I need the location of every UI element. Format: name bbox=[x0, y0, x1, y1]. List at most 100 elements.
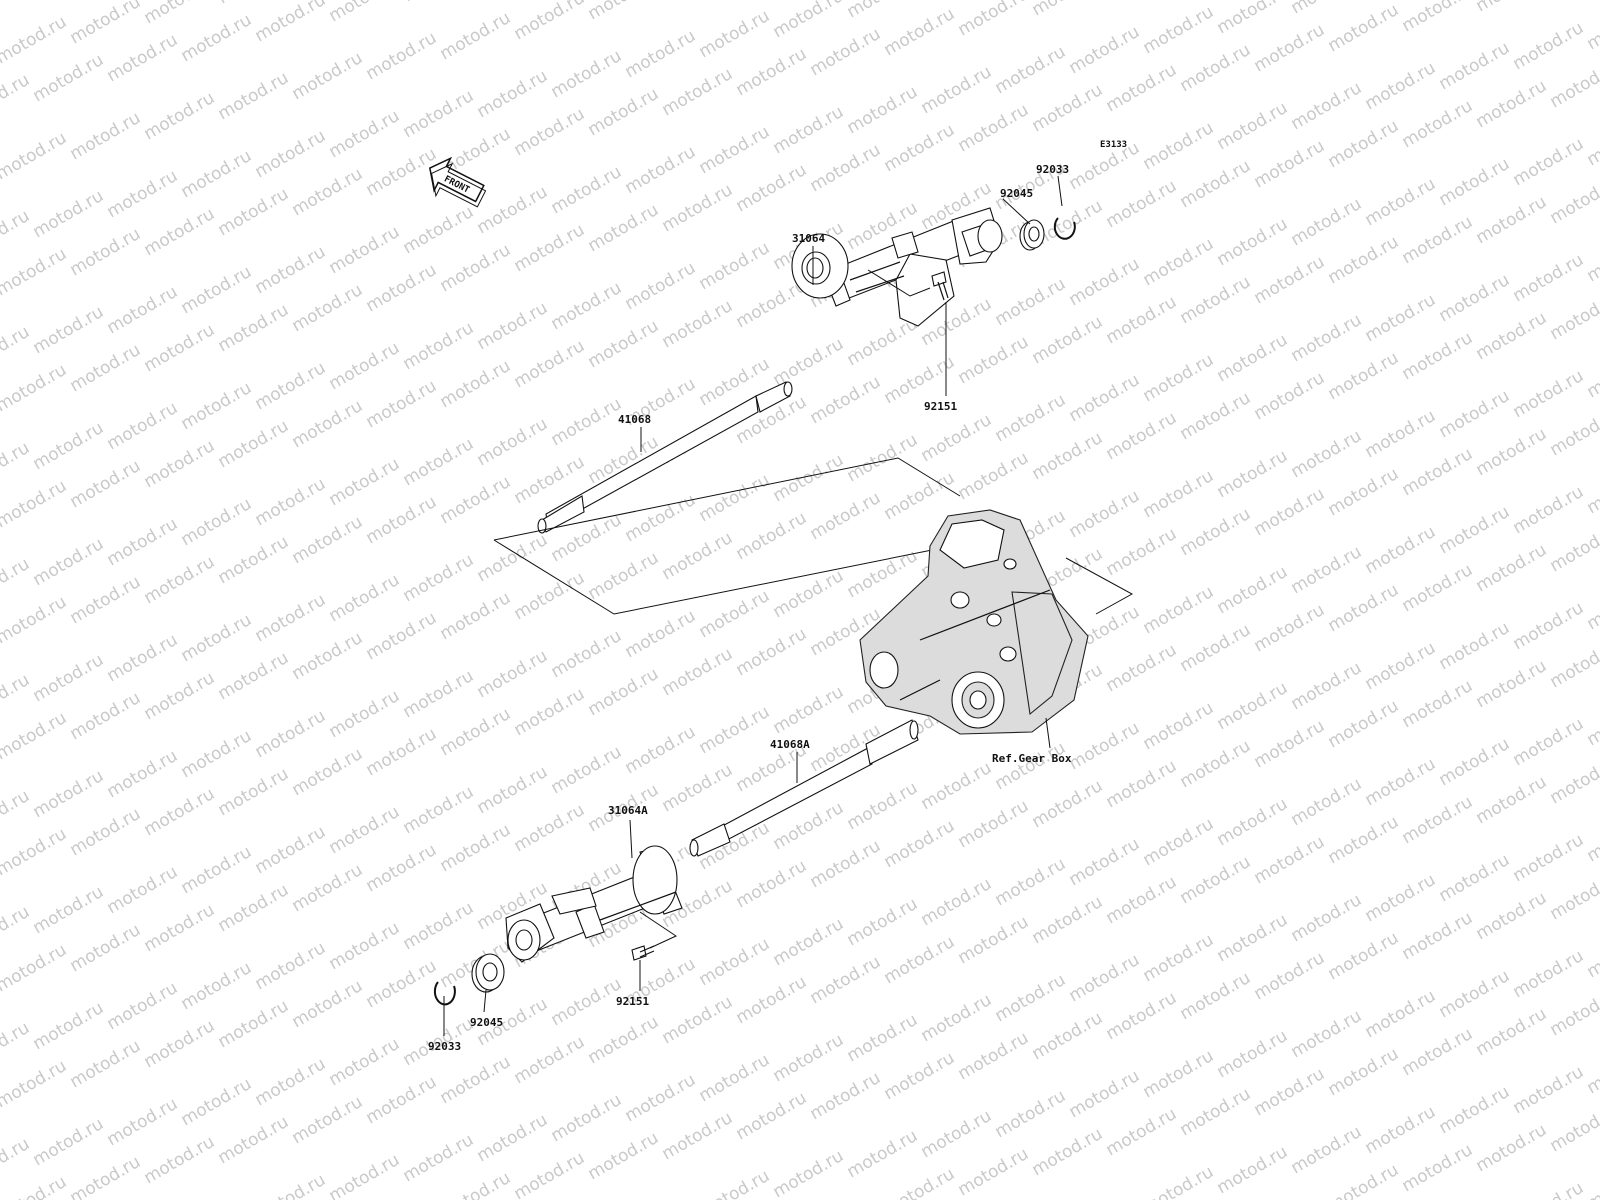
watermark-text: motod.ru bbox=[1436, 734, 1514, 790]
watermark-text: motod.ru bbox=[1325, 696, 1403, 752]
watermark-text: motod.ru bbox=[104, 862, 182, 918]
watermark-text: motod.ru bbox=[807, 488, 885, 544]
watermark-text: motod.ru bbox=[0, 824, 70, 880]
watermark-text: motod.ru bbox=[1399, 792, 1477, 848]
watermark-text: motod.ru bbox=[1473, 1120, 1551, 1176]
watermark-text: motod.ru bbox=[1362, 986, 1440, 1042]
watermark-text: motod.ru bbox=[326, 222, 404, 278]
guide-line-upper-a bbox=[493, 457, 961, 541]
watermark-text: motod.ru bbox=[289, 628, 367, 684]
watermark-text: motod.ru bbox=[1510, 1062, 1588, 1118]
watermark-text: motod.ru bbox=[1510, 946, 1588, 1002]
watermark-text: motod.ru bbox=[1103, 1104, 1181, 1160]
watermark-text: motod.ru bbox=[326, 802, 404, 858]
watermark-text: motod.ru bbox=[1251, 368, 1329, 424]
watermark-text: motod.ru bbox=[1029, 892, 1107, 948]
watermark-text: motod.ru bbox=[807, 140, 885, 196]
watermark-text: motod.ru bbox=[67, 572, 145, 628]
watermark-text: motod.ru bbox=[178, 842, 256, 898]
watermark-text: motod.ru bbox=[1288, 1006, 1366, 1062]
watermark-text: motod.ru bbox=[733, 972, 811, 1028]
watermark-text: motod.ru bbox=[659, 0, 737, 4]
watermark-text: motod.ru bbox=[733, 44, 811, 100]
watermark-text: motod.ru bbox=[1547, 1100, 1600, 1156]
watermark-text: motod.ru bbox=[215, 416, 293, 472]
watermark-text: motod.ru bbox=[1473, 656, 1551, 712]
watermark-text: motod.ru bbox=[363, 608, 441, 664]
watermark-text: motod.ru bbox=[0, 476, 70, 532]
watermark-text: motod.ru bbox=[1288, 774, 1366, 830]
watermark-text: motod.ru bbox=[0, 128, 70, 184]
watermark-text: motod.ru bbox=[104, 398, 182, 454]
part-label-92151-top: 92151 bbox=[924, 400, 957, 413]
watermark-text: motod.ru bbox=[474, 1110, 552, 1166]
watermark-text: motod.ru bbox=[770, 102, 848, 158]
watermark-text: motod.ru bbox=[1177, 1084, 1255, 1140]
watermark-text: motod.ru bbox=[215, 532, 293, 588]
watermark-text: motod.ru bbox=[955, 100, 1033, 156]
watermark-text: motod.ru bbox=[1140, 698, 1218, 754]
watermark-text: motod.ru bbox=[289, 860, 367, 916]
watermark-text: motod.ru bbox=[622, 606, 700, 662]
watermark-text: motod.ru bbox=[0, 554, 33, 610]
watermark-text: motod.ru bbox=[215, 996, 293, 1052]
watermark-text: motod.ru bbox=[215, 648, 293, 704]
watermark-text: motod.ru bbox=[548, 278, 626, 334]
watermark-text: motod.ru bbox=[622, 1070, 700, 1126]
watermark-text: motod.ru bbox=[252, 1054, 330, 1110]
watermark-text: motod.ru bbox=[881, 468, 959, 524]
watermark-text: motod.ru bbox=[585, 200, 663, 256]
watermark-text: motod.ru bbox=[585, 1128, 663, 1184]
watermark-text: motod.ru bbox=[807, 24, 885, 80]
watermark-text: motod.ru bbox=[1547, 404, 1600, 460]
watermark-text: motod.ru bbox=[178, 378, 256, 434]
watermark-text: motod.ru bbox=[1325, 1044, 1403, 1100]
watermark-text: motod.ru bbox=[585, 316, 663, 372]
watermark-text: motod.ru bbox=[1436, 618, 1514, 674]
watermark-text: motod.ru bbox=[1325, 464, 1403, 520]
watermark-text: motod.ru bbox=[992, 970, 1070, 1026]
watermark-text: motod.ru bbox=[67, 1036, 145, 1092]
watermark-text: motod.ru bbox=[1251, 484, 1329, 540]
watermark-text: motod.ru bbox=[289, 512, 367, 568]
watermark-text: motod.ru bbox=[178, 958, 256, 1014]
watermark-text: motod.ru bbox=[881, 816, 959, 872]
circlip-92033-top-drawing bbox=[1053, 217, 1076, 240]
watermark-text: motod.ru bbox=[326, 570, 404, 626]
watermark-text: motod.ru bbox=[1177, 620, 1255, 676]
watermark-text: motod.ru bbox=[141, 668, 219, 724]
watermark-text: motod.ru bbox=[1288, 542, 1366, 598]
watermark-text: motod.ru bbox=[437, 820, 515, 876]
watermark-text: motod.ru bbox=[400, 666, 478, 722]
watermark-text: motod.ru bbox=[696, 702, 774, 758]
watermark-text: motod.ru bbox=[807, 372, 885, 428]
watermark-text: motod.ru bbox=[1584, 230, 1600, 286]
watermark-text: motod.ru bbox=[1584, 346, 1600, 402]
watermark-text: motod.ru bbox=[1214, 562, 1292, 618]
watermark-text: motod.ru bbox=[1547, 984, 1600, 1040]
bolt-92151-bottom-drawing bbox=[631, 945, 655, 961]
diagram-code: E3133 bbox=[1100, 140, 1127, 150]
watermark-text: motod.ru bbox=[0, 70, 33, 126]
watermark-text: motod.ru bbox=[1066, 486, 1144, 542]
watermark-text: motod.ru bbox=[1547, 56, 1600, 112]
guide-line-upper-b bbox=[493, 539, 943, 615]
watermark-text: motod.ru bbox=[363, 1072, 441, 1128]
watermark-text: motod.ru bbox=[252, 0, 330, 46]
watermark-text: motod.ru bbox=[104, 30, 182, 86]
watermark-text: motod.ru bbox=[1066, 1066, 1144, 1122]
watermark-text: motod.ru bbox=[1436, 270, 1514, 326]
watermark-text: motod.ru bbox=[1103, 640, 1181, 696]
watermark-text: motod.ru bbox=[696, 934, 774, 990]
watermark-text: motod.ru bbox=[1362, 638, 1440, 694]
watermark-text: motod.ru bbox=[548, 394, 626, 450]
watermark-text: motod.ru bbox=[1288, 658, 1366, 714]
part-label-41068: 41068 bbox=[618, 413, 651, 426]
watermark-text: motod.ru bbox=[1066, 370, 1144, 426]
watermark-text: motod.ru bbox=[1251, 20, 1329, 76]
watermark-text: motod.ru bbox=[1362, 754, 1440, 810]
bearing-92045-bottom-drawing bbox=[471, 953, 505, 993]
watermark-text: motod.ru bbox=[30, 418, 108, 474]
watermark-text: motod.ru bbox=[1399, 1140, 1477, 1196]
watermark-text: motod.ru bbox=[289, 396, 367, 452]
